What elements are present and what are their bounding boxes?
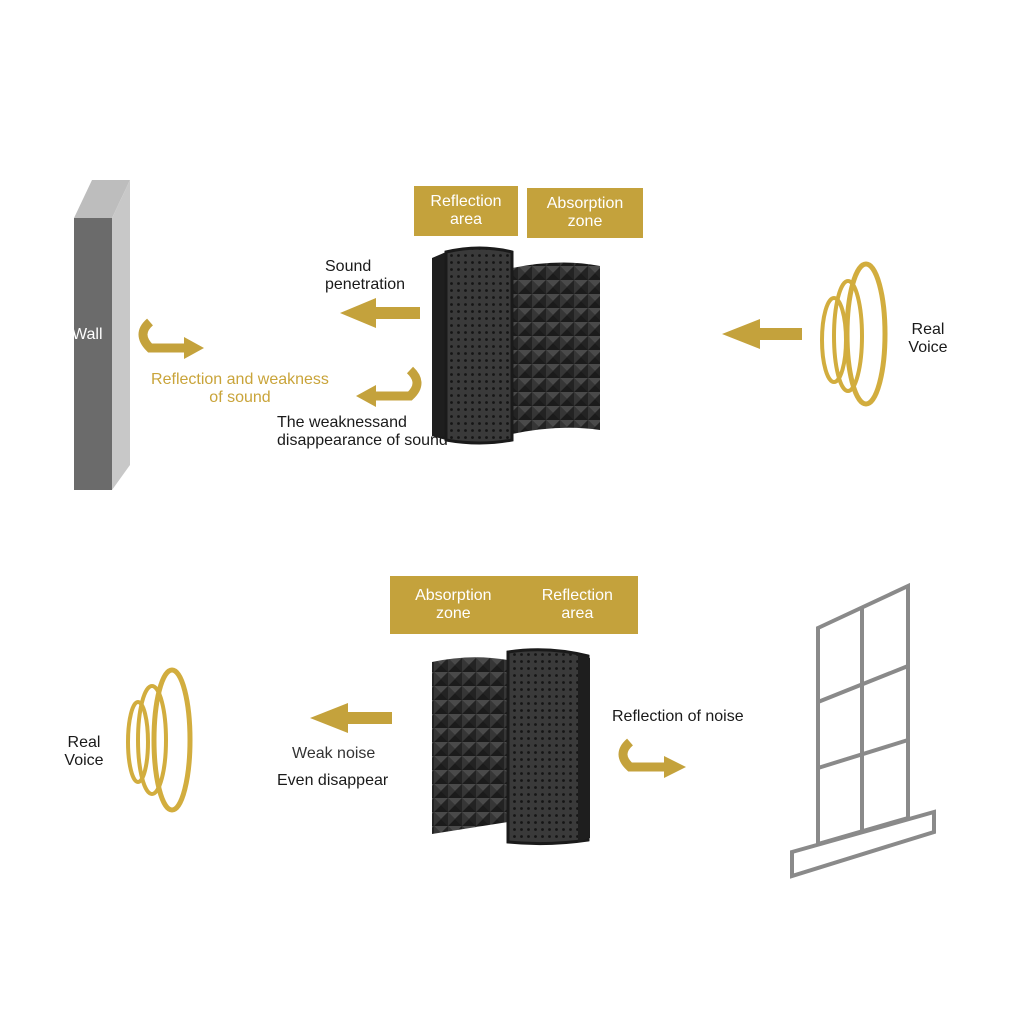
arrow-left-icon xyxy=(340,298,420,328)
absorption-zone-line2: zone xyxy=(567,213,603,230)
real-voice-bottom-line1: Real xyxy=(67,734,101,751)
reflection-area-bottom-line2: area xyxy=(561,605,594,622)
reflection-area-line2: area xyxy=(449,211,483,228)
reflection-area-bottom-line1: Reflection xyxy=(541,587,613,604)
wall-icon xyxy=(74,180,130,490)
sound-wave-icon xyxy=(820,261,888,407)
weakness-disappearance-line2: disappearance of sound xyxy=(277,432,448,449)
reflection-area-badge: Reflection area xyxy=(414,186,518,236)
reflection-weakness-line1: Reflection and weakness xyxy=(151,371,329,388)
acoustic-panel-icon xyxy=(432,246,600,445)
reflection-weakness-line2: of sound xyxy=(209,389,271,406)
absorption-zone-badge: Absorption zone xyxy=(527,188,643,238)
bottom-badge-bar: Absorption zone Reflection area xyxy=(390,576,638,634)
reflection-area-line1: Reflection xyxy=(430,193,502,210)
weakness-disappearance-label: The weaknessand disappearance of sound xyxy=(277,414,448,450)
absorption-zone-bottom-line1: Absorption xyxy=(415,587,492,604)
reflection-of-noise-label: Reflection of noise xyxy=(612,708,744,725)
absorption-zone-line1: Absorption xyxy=(546,195,624,212)
real-voice-label-top: Real Voice xyxy=(904,321,952,357)
acoustic-panel-icon xyxy=(432,648,590,846)
reflection-area-badge-bottom: Reflection area xyxy=(542,587,613,623)
even-disappear-label: Even disappear xyxy=(277,772,389,789)
u-turn-arrow-icon xyxy=(356,366,422,407)
sound-penetration-line1: Sound xyxy=(325,258,372,275)
real-voice-top-line2: Voice xyxy=(908,339,948,356)
u-turn-arrow-icon xyxy=(618,738,686,778)
real-voice-bottom-line2: Voice xyxy=(64,752,104,769)
sound-penetration-label: Sound penetration xyxy=(325,258,405,294)
reflection-weakness-label: Reflection and weakness of sound xyxy=(140,371,340,407)
sound-wave-icon xyxy=(126,667,193,813)
arrow-left-icon xyxy=(722,319,802,349)
wall-label: Wall xyxy=(72,326,103,343)
absorption-zone-bottom-line2: zone xyxy=(435,605,471,622)
window-icon xyxy=(790,582,936,879)
real-voice-label-bottom: Real Voice xyxy=(60,734,108,770)
u-turn-arrow-icon xyxy=(138,318,204,359)
sound-penetration-line2: penetration xyxy=(325,276,406,293)
absorption-zone-badge-bottom: Absorption zone xyxy=(415,587,492,623)
weakness-disappearance-line1: The weaknessand xyxy=(277,414,407,431)
arrow-left-icon xyxy=(310,703,392,733)
weak-noise-label: Weak noise xyxy=(292,745,376,762)
real-voice-top-line1: Real xyxy=(911,321,945,338)
